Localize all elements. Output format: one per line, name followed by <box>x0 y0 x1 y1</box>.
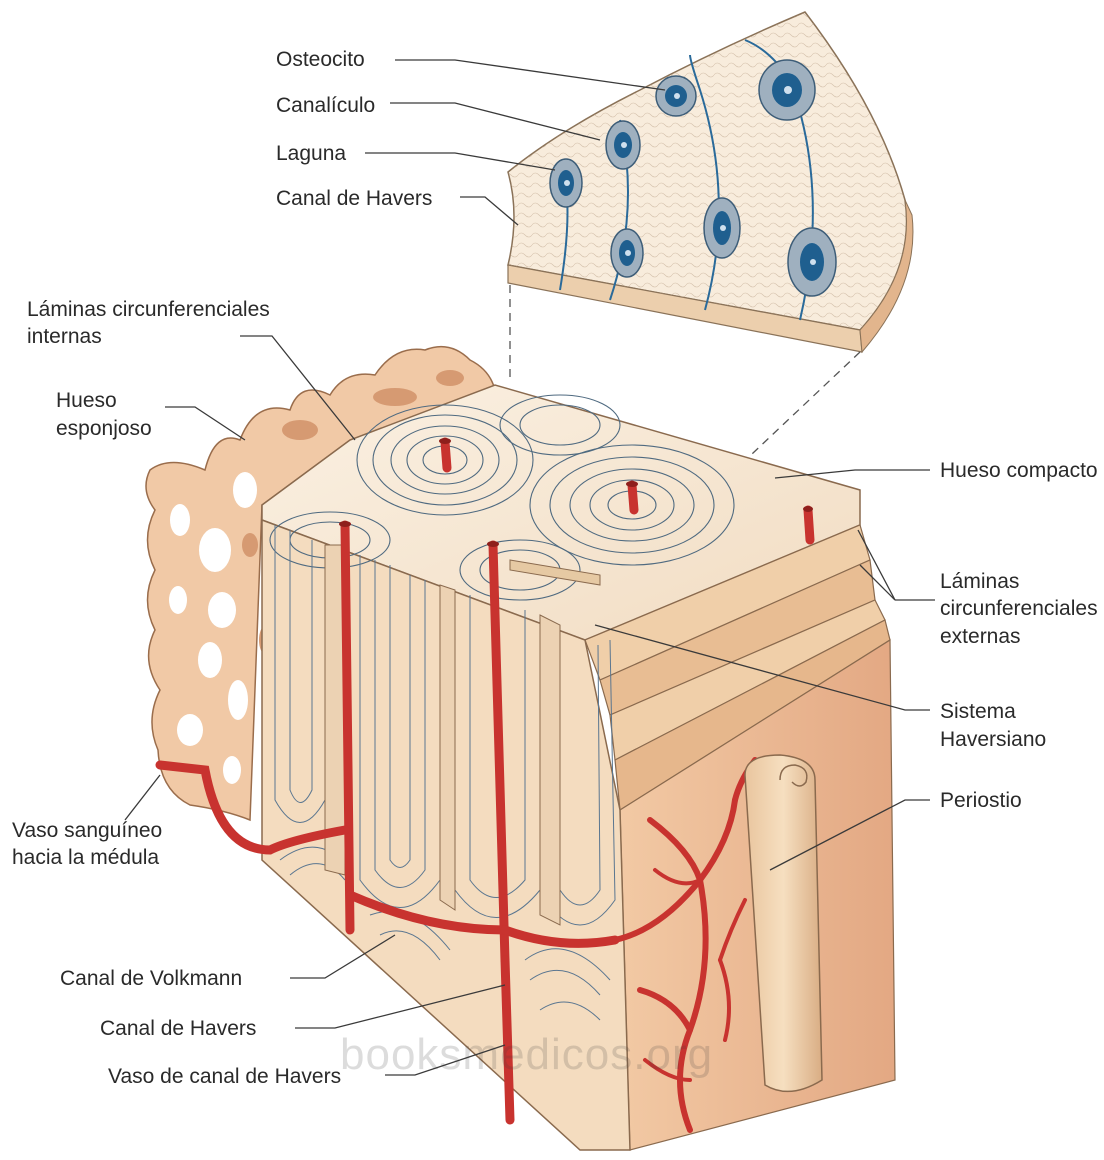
label-canal-havers-bottom: Canal de Havers <box>100 1016 256 1041</box>
osteocyte-icon <box>788 228 836 296</box>
watermark: booksmedicos.org <box>340 1030 713 1080</box>
label-canal-volkmann: Canal de Volkmann <box>60 966 242 991</box>
label-canal-havers-top: Canal de Havers <box>276 186 432 211</box>
label-periostio: Periostio <box>940 788 1022 813</box>
label-laminas-externas-line1: Láminas <box>940 569 1019 594</box>
label-laguna: Laguna <box>276 141 346 166</box>
label-laminas-externas-line2: circunferenciales <box>940 596 1098 621</box>
osteocyte-icon <box>704 198 740 258</box>
osteocyte-icon <box>611 229 643 277</box>
label-hueso-esponjoso-line2: esponjoso <box>56 416 152 441</box>
label-laminas-internas-line1: Láminas circunferenciales <box>27 297 270 322</box>
label-vaso-sanguineo-line1: Vaso sanguíneo <box>12 818 162 843</box>
label-vaso-sanguineo-line2: hacia la médula <box>12 845 159 870</box>
osteocyte-icon <box>656 76 696 116</box>
label-vaso-canal-havers: Vaso de canal de Havers <box>108 1064 341 1089</box>
label-sistema-haversiano-line1: Sistema <box>940 699 1016 724</box>
label-laminas-externas-line3: externas <box>940 624 1021 649</box>
label-hueso-esponjoso-line1: Hueso <box>56 388 117 413</box>
osteocyte-icon <box>759 60 815 120</box>
label-sistema-haversiano-line2: Haversiano <box>940 727 1046 752</box>
label-laminas-internas-line2: internas <box>27 324 102 349</box>
label-canaliculo: Canalículo <box>276 93 375 118</box>
osteocyte-icon <box>550 159 582 207</box>
osteocyte-icon <box>606 121 640 169</box>
label-hueso-compacto: Hueso compacto <box>940 458 1098 483</box>
label-osteocito: Osteocito <box>276 47 365 72</box>
